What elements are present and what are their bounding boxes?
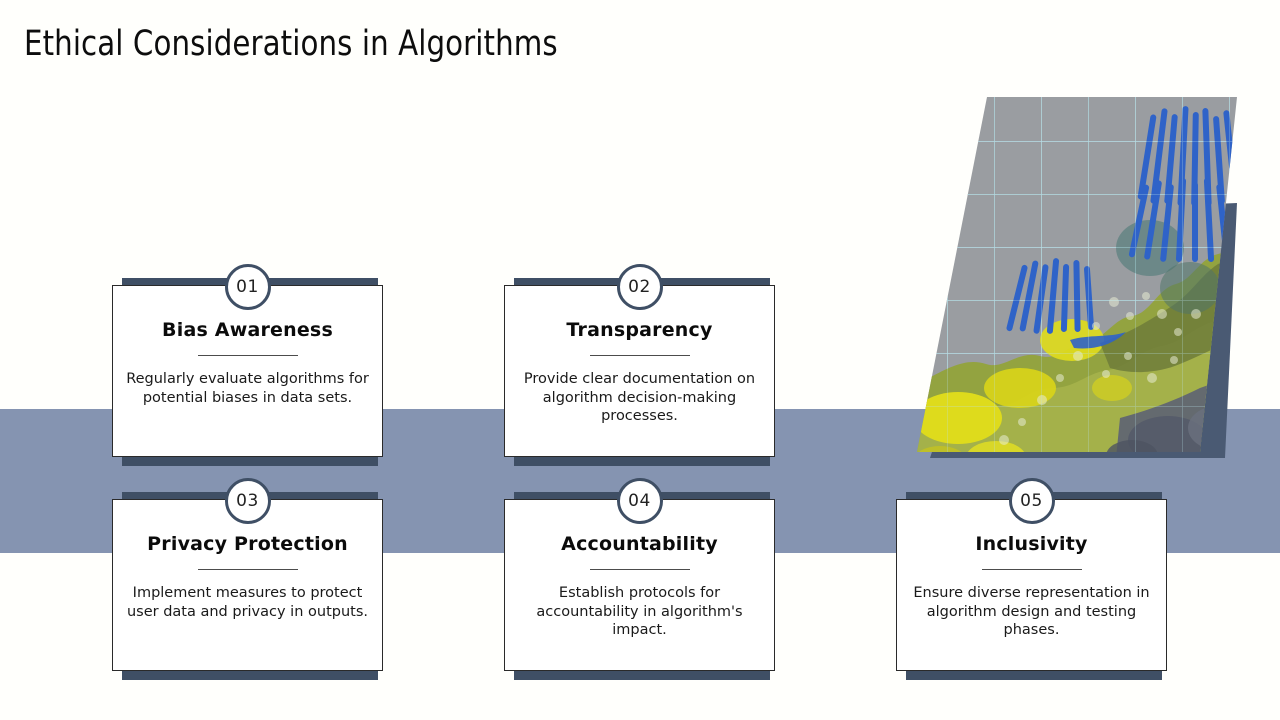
artwork-container bbox=[900, 88, 1260, 468]
card-body-box: 04 Accountability Establish protocols fo… bbox=[504, 478, 775, 671]
card-01[interactable]: 01 Bias Awareness Regularly evaluate alg… bbox=[112, 264, 386, 466]
card-title: Privacy Protection bbox=[147, 533, 348, 555]
card-description: Establish protocols for accountability i… bbox=[536, 585, 743, 638]
card-title: Transparency bbox=[566, 319, 713, 341]
card-title: Inclusivity bbox=[975, 533, 1088, 555]
card-02[interactable]: 02 Transparency Provide clear documentat… bbox=[504, 264, 778, 466]
card-description: Ensure diverse representation in algorit… bbox=[913, 585, 1150, 638]
card-number-badge: 02 bbox=[616, 264, 663, 310]
card-bottom-bar bbox=[906, 671, 1162, 680]
card-divider bbox=[197, 355, 298, 356]
card-divider bbox=[589, 355, 690, 356]
card-number-badge: 04 bbox=[616, 478, 663, 524]
card-number-badge: 03 bbox=[224, 478, 271, 524]
card-description: Provide clear documentation on algorithm… bbox=[523, 371, 756, 424]
card-number-badge: 01 bbox=[224, 264, 271, 310]
card-03[interactable]: 03 Privacy Protection Implement measures… bbox=[112, 478, 386, 680]
card-description: Regularly evaluate algorithms for potent… bbox=[126, 371, 369, 406]
card-body-box: 05 Inclusivity Ensure diverse representa… bbox=[896, 478, 1167, 671]
page-title: Ethical Considerations in Algorithms bbox=[24, 24, 558, 64]
card-body-box: 03 Privacy Protection Implement measures… bbox=[112, 478, 383, 671]
card-divider bbox=[589, 569, 690, 570]
card-title: Bias Awareness bbox=[162, 319, 333, 341]
card-number-badge: 05 bbox=[1008, 478, 1055, 524]
card-05[interactable]: 05 Inclusivity Ensure diverse representa… bbox=[896, 478, 1170, 680]
card-divider bbox=[981, 569, 1082, 570]
artwork-photo bbox=[900, 88, 1260, 468]
card-body-box: 01 Bias Awareness Regularly evaluate alg… bbox=[112, 264, 383, 457]
card-bottom-bar bbox=[514, 671, 770, 680]
card-bottom-bar bbox=[122, 671, 378, 680]
card-bottom-bar bbox=[514, 457, 770, 466]
card-divider bbox=[197, 569, 298, 570]
card-body-box: 02 Transparency Provide clear documentat… bbox=[504, 264, 775, 457]
card-bottom-bar bbox=[122, 457, 378, 466]
card-title: Accountability bbox=[561, 533, 718, 555]
card-04[interactable]: 04 Accountability Establish protocols fo… bbox=[504, 478, 778, 680]
card-description: Implement measures to protect user data … bbox=[126, 585, 369, 620]
